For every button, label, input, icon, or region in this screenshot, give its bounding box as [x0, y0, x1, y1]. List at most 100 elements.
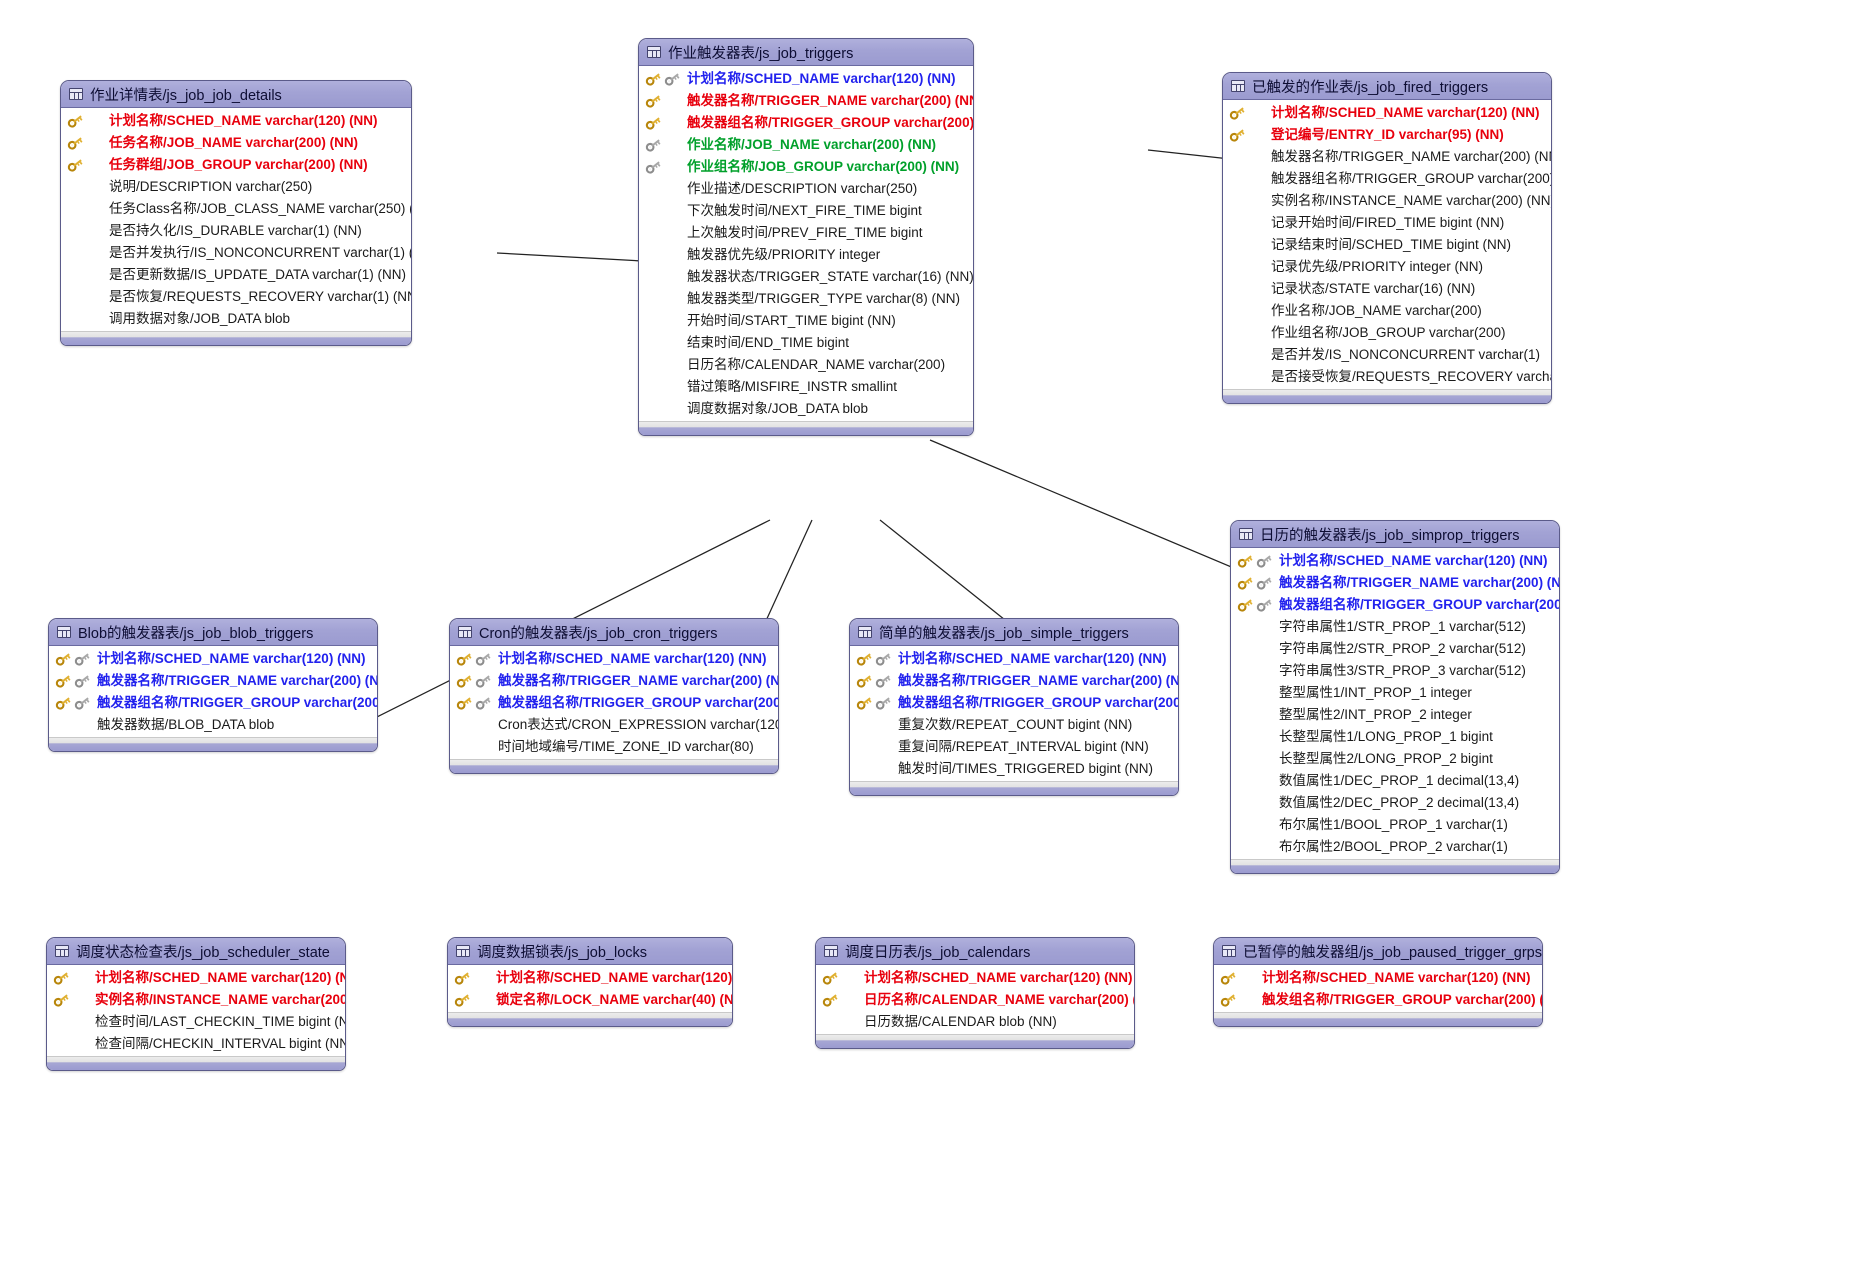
column-row[interactable]: 触发器组名称/TRIGGER_GROUP varchar(200) (NN): [639, 112, 973, 134]
column-row[interactable]: 计划名称/SCHED_NAME varchar(120) (NN): [47, 967, 345, 989]
entity-table-header-triggers[interactable]: 作业触发器表/js_job_triggers: [639, 39, 973, 66]
column-row[interactable]: 锁定名称/LOCK_NAME varchar(40) (NN): [448, 989, 732, 1011]
column-row[interactable]: 上次触发时间/PREV_FIRE_TIME bigint: [639, 222, 973, 244]
column-row[interactable]: 计划名称/SCHED_NAME varchar(120) (NN): [1223, 102, 1551, 124]
column-row[interactable]: 记录结束时间/SCHED_TIME bigint (NN): [1223, 234, 1551, 256]
column-row[interactable]: 作业描述/DESCRIPTION varchar(250): [639, 178, 973, 200]
column-row[interactable]: 是否恢复/REQUESTS_RECOVERY varchar(1) (NN): [61, 286, 411, 308]
column-row[interactable]: 记录开始时间/FIRED_TIME bigint (NN): [1223, 212, 1551, 234]
column-row[interactable]: 是否接受恢复/REQUESTS_RECOVERY varchar(1): [1223, 366, 1551, 388]
column-row[interactable]: 触发器名称/TRIGGER_NAME varchar(200) (NN): [450, 670, 778, 692]
column-row[interactable]: 开始时间/START_TIME bigint (NN): [639, 310, 973, 332]
column-row[interactable]: 日历名称/CALENDAR_NAME varchar(200) (NN): [816, 989, 1134, 1011]
column-row[interactable]: 触发器数据/BLOB_DATA blob: [49, 714, 377, 736]
column-row[interactable]: 说明/DESCRIPTION varchar(250): [61, 176, 411, 198]
column-row[interactable]: 任务名称/JOB_NAME varchar(200) (NN): [61, 132, 411, 154]
column-row[interactable]: 检查间隔/CHECKIN_INTERVAL bigint (NN): [47, 1033, 345, 1055]
entity-table-header-calendars[interactable]: 调度日历表/js_job_calendars: [816, 938, 1134, 965]
column-row[interactable]: 作业组名称/JOB_GROUP varchar(200) (NN): [639, 156, 973, 178]
column-row[interactable]: 触发器名称/TRIGGER_NAME varchar(200) (NN): [639, 90, 973, 112]
column-row[interactable]: 触发器优先级/PRIORITY integer: [639, 244, 973, 266]
column-row[interactable]: 整型属性2/INT_PROP_2 integer: [1231, 704, 1559, 726]
column-row[interactable]: 长整型属性1/LONG_PROP_1 bigint: [1231, 726, 1559, 748]
column-row[interactable]: 触发器类型/TRIGGER_TYPE varchar(8) (NN): [639, 288, 973, 310]
column-row[interactable]: 计划名称/SCHED_NAME varchar(120) (NN): [1231, 550, 1559, 572]
column-row[interactable]: 计划名称/SCHED_NAME varchar(120) (NN): [49, 648, 377, 670]
column-row[interactable]: 日历数据/CALENDAR blob (NN): [816, 1011, 1134, 1033]
column-row[interactable]: 触发器状态/TRIGGER_STATE varchar(16) (NN): [639, 266, 973, 288]
entity-table-header-cron_triggers[interactable]: Cron的触发器表/js_job_cron_triggers: [450, 619, 778, 646]
column-row[interactable]: 触发器名称/TRIGGER_NAME varchar(200) (NN): [1223, 146, 1551, 168]
column-row[interactable]: 记录优先级/PRIORITY integer (NN): [1223, 256, 1551, 278]
column-row[interactable]: 触发器组名称/TRIGGER_GROUP varchar(200) (NN): [850, 692, 1178, 714]
column-row[interactable]: 触发时间/TIMES_TRIGGERED bigint (NN): [850, 758, 1178, 780]
column-row[interactable]: 触发器名称/TRIGGER_NAME varchar(200) (NN): [1231, 572, 1559, 594]
column-row[interactable]: 字符串属性3/STR_PROP_3 varchar(512): [1231, 660, 1559, 682]
column-row[interactable]: 布尔属性2/BOOL_PROP_2 varchar(1): [1231, 836, 1559, 858]
column-row[interactable]: 下次触发时间/NEXT_FIRE_TIME bigint: [639, 200, 973, 222]
column-row[interactable]: 字符串属性1/STR_PROP_1 varchar(512): [1231, 616, 1559, 638]
column-row[interactable]: 触发器组名称/TRIGGER_GROUP varchar(200) (NN): [1231, 594, 1559, 616]
entity-table-header-simple_triggers[interactable]: 简单的触发器表/js_job_simple_triggers: [850, 619, 1178, 646]
entity-table-header-fired_triggers[interactable]: 已触发的作业表/js_job_fired_triggers: [1223, 73, 1551, 100]
column-row[interactable]: 作业组名称/JOB_GROUP varchar(200): [1223, 322, 1551, 344]
column-row[interactable]: 记录状态/STATE varchar(16) (NN): [1223, 278, 1551, 300]
entity-table-header-scheduler_state[interactable]: 调度状态检查表/js_job_scheduler_state: [47, 938, 345, 965]
column-row[interactable]: 作业名称/JOB_NAME varchar(200) (NN): [639, 134, 973, 156]
column-row[interactable]: 数值属性1/DEC_PROP_1 decimal(13,4): [1231, 770, 1559, 792]
column-row[interactable]: 数值属性2/DEC_PROP_2 decimal(13,4): [1231, 792, 1559, 814]
entity-table-header-job_details[interactable]: 作业详情表/js_job_job_details: [61, 81, 411, 108]
column-row[interactable]: 计划名称/SCHED_NAME varchar(120) (NN): [816, 967, 1134, 989]
column-row[interactable]: 实例名称/INSTANCE_NAME varchar(200) (NN): [47, 989, 345, 1011]
column-row[interactable]: 计划名称/SCHED_NAME varchar(120) (NN): [61, 110, 411, 132]
column-row[interactable]: 计划名称/SCHED_NAME varchar(120) (NN): [850, 648, 1178, 670]
entity-table-header-blob_triggers[interactable]: Blob的触发器表/js_job_blob_triggers: [49, 619, 377, 646]
entity-table-header-simprop_triggers[interactable]: 日历的触发器表/js_job_simprop_triggers: [1231, 521, 1559, 548]
column-row[interactable]: 重复间隔/REPEAT_INTERVAL bigint (NN): [850, 736, 1178, 758]
entity-table-header-paused_trigger_grps[interactable]: 已暂停的触发器组/js_job_paused_trigger_grps: [1214, 938, 1542, 965]
column-row[interactable]: 是否并发执行/IS_NONCONCURRENT varchar(1) (NN): [61, 242, 411, 264]
column-row[interactable]: 调度数据对象/JOB_DATA blob: [639, 398, 973, 420]
column-row[interactable]: 重复次数/REPEAT_COUNT bigint (NN): [850, 714, 1178, 736]
column-row[interactable]: 布尔属性1/BOOL_PROP_1 varchar(1): [1231, 814, 1559, 836]
column-row[interactable]: 日历名称/CALENDAR_NAME varchar(200): [639, 354, 973, 376]
column-row[interactable]: 结束时间/END_TIME bigint: [639, 332, 973, 354]
column-row[interactable]: 整型属性1/INT_PROP_1 integer: [1231, 682, 1559, 704]
column-row[interactable]: 长整型属性2/LONG_PROP_2 bigint: [1231, 748, 1559, 770]
column-row[interactable]: 是否更新数据/IS_UPDATE_DATA varchar(1) (NN): [61, 264, 411, 286]
column-row[interactable]: 计划名称/SCHED_NAME varchar(120) (NN): [1214, 967, 1542, 989]
column-row[interactable]: 检查时间/LAST_CHECKIN_TIME bigint (NN): [47, 1011, 345, 1033]
entity-table-header-locks[interactable]: 调度数据锁表/js_job_locks: [448, 938, 732, 965]
column-row[interactable]: 计划名称/SCHED_NAME varchar(120) (NN): [448, 967, 732, 989]
column-row[interactable]: 触发器名称/TRIGGER_NAME varchar(200) (NN): [49, 670, 377, 692]
column-row[interactable]: 作业名称/JOB_NAME varchar(200): [1223, 300, 1551, 322]
column-row[interactable]: 触发器名称/TRIGGER_NAME varchar(200) (NN): [850, 670, 1178, 692]
column-row[interactable]: 触发器组名称/TRIGGER_GROUP varchar(200) (NN): [49, 692, 377, 714]
column-row[interactable]: 触发器组名称/TRIGGER_GROUP varchar(200) (NN): [1223, 168, 1551, 190]
column-row[interactable]: 错过策略/MISFIRE_INSTR smallint: [639, 376, 973, 398]
column-row[interactable]: 计划名称/SCHED_NAME varchar(120) (NN): [450, 648, 778, 670]
column-row[interactable]: 是否持久化/IS_DURABLE varchar(1) (NN): [61, 220, 411, 242]
column-row[interactable]: 触发器组名称/TRIGGER_GROUP varchar(200) (NN): [450, 692, 778, 714]
column-row[interactable]: 调用数据对象/JOB_DATA blob: [61, 308, 411, 330]
column-row[interactable]: 任务群组/JOB_GROUP varchar(200) (NN): [61, 154, 411, 176]
column-row[interactable]: 触发组名称/TRIGGER_GROUP varchar(200) (NN): [1214, 989, 1542, 1011]
column-row[interactable]: 实例名称/INSTANCE_NAME varchar(200) (NN): [1223, 190, 1551, 212]
column-row[interactable]: 登记编号/ENTRY_ID varchar(95) (NN): [1223, 124, 1551, 146]
column-row[interactable]: 计划名称/SCHED_NAME varchar(120) (NN): [639, 68, 973, 90]
column-row[interactable]: 任务Class名称/JOB_CLASS_NAME varchar(250) (N…: [61, 198, 411, 220]
column-row[interactable]: 字符串属性2/STR_PROP_2 varchar(512): [1231, 638, 1559, 660]
column-row[interactable]: 时间地域编号/TIME_ZONE_ID varchar(80): [450, 736, 778, 758]
column-row[interactable]: Cron表达式/CRON_EXPRESSION varchar(120) (NN…: [450, 714, 778, 736]
